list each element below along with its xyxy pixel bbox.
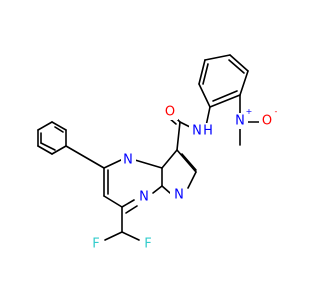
bond-inner (54, 126, 64, 133)
fluorine-label: F (144, 237, 151, 252)
positive-charge: + (246, 107, 253, 116)
bond (134, 159, 163, 169)
nitrogen-label: N (139, 190, 149, 205)
bond-inner (181, 153, 197, 171)
bond (121, 231, 140, 241)
fluorine-label: F (92, 237, 99, 252)
bond (121, 199, 135, 208)
pyrimidine-ring-bonds (103, 159, 163, 214)
label-bg (135, 189, 152, 205)
pyrazole-ring-bonds (161, 149, 197, 194)
label-bg (189, 123, 217, 139)
atom-labels: N N N O N H N + O - F F (88, 104, 278, 252)
bond (37, 145, 53, 155)
bond (229, 54, 249, 72)
bond (37, 121, 53, 131)
bond (187, 171, 197, 189)
nitrogen-label: N (192, 124, 202, 139)
bond-inner (202, 63, 209, 85)
bond (65, 145, 105, 169)
bond (51, 145, 67, 155)
oxygen-label: O (165, 105, 175, 120)
molecule-structure: N N N O N H N + O - F F (37, 54, 278, 252)
label-bg (232, 113, 248, 129)
bond (239, 70, 249, 96)
bond (209, 94, 241, 108)
bond-inner (125, 205, 138, 214)
bond (152, 185, 163, 194)
bond-inner (228, 59, 245, 74)
nitrophenyl-ring-bonds (198, 54, 249, 114)
label-bg (121, 152, 136, 168)
label-bg (259, 113, 275, 129)
phenyl-ring-bonds (37, 121, 67, 155)
label-bg (162, 104, 178, 120)
bond-inner (212, 90, 238, 102)
bond (51, 121, 67, 131)
nitro-bonds (239, 121, 260, 146)
bond (161, 149, 178, 169)
nitrogen-label: N (174, 188, 184, 203)
label-bg (140, 236, 155, 252)
bond (198, 59, 206, 85)
label-bg (170, 187, 187, 203)
bond (205, 106, 211, 127)
bond (179, 121, 191, 128)
oxygen-label: O (262, 114, 272, 129)
nitrogen-label: N (123, 153, 133, 168)
negative-charge: - (275, 107, 278, 116)
nitrogen-label: N (235, 114, 245, 129)
bond (103, 195, 123, 208)
hydrogen-label: H (203, 124, 213, 139)
bond (198, 83, 211, 108)
bond (161, 185, 171, 194)
bond (176, 121, 181, 151)
bond (176, 149, 197, 173)
bond (204, 54, 231, 61)
bond (104, 231, 123, 241)
bond (103, 159, 122, 169)
label-bg (88, 236, 103, 252)
bond-inner (40, 142, 56, 151)
difluoromethyl-bonds (104, 206, 140, 241)
